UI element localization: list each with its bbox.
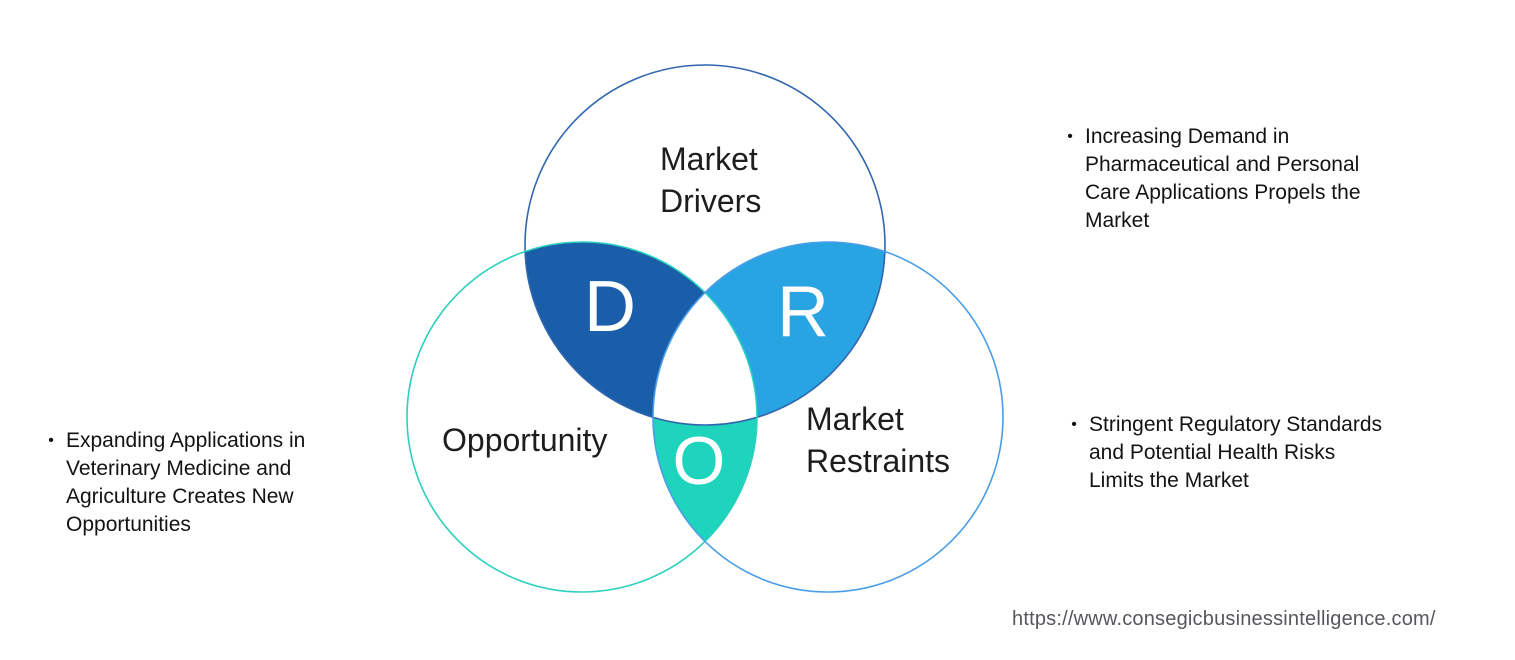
region-opportunity-restraints — [407, 242, 757, 592]
letter-restraints-r: R — [777, 272, 829, 352]
bullet-line: Agriculture Creates New — [66, 485, 294, 508]
bullet-line: Opportunities — [66, 513, 191, 536]
bullet-marker-icon: • — [1071, 416, 1077, 433]
label-market-restraints: Market Restraints — [806, 401, 951, 479]
bullet-line: and Potential Health Risks — [1089, 441, 1336, 464]
bullet-line: Stringent Regulatory Standards — [1089, 413, 1383, 436]
label-opportunity: Opportunity — [442, 422, 608, 458]
bullet-left-opportunity: • Expanding Applications in Veterinary M… — [44, 427, 374, 539]
letter-drivers-d: D — [584, 267, 636, 347]
bullet-text: Increasing Demand in Pharmaceutical and … — [1085, 123, 1361, 235]
circle-opportunity — [406, 241, 758, 593]
bullet-line: Market — [1085, 209, 1150, 232]
bullet-right-restraint: • Stringent Regulatory Standards and Pot… — [1067, 411, 1447, 495]
bullet-line: Increasing Demand in — [1085, 125, 1290, 148]
bullet-right-driver: • Increasing Demand in Pharmaceutical an… — [1063, 123, 1423, 235]
circle-market-drivers — [524, 64, 886, 426]
bullet-marker-icon: • — [48, 432, 54, 449]
label-market-drivers: Market Drivers — [660, 141, 762, 219]
bullet-line: Pharmaceutical and Personal — [1085, 153, 1360, 176]
bullet-text: Expanding Applications in Veterinary Med… — [66, 427, 305, 539]
bullet-marker-icon: • — [1067, 128, 1073, 145]
bullet-line: Expanding Applications in — [66, 429, 306, 452]
letter-opportunity-o: O — [672, 423, 726, 499]
circle-market-restraints — [652, 241, 1004, 593]
bullet-line: Veterinary Medicine and — [66, 457, 292, 480]
bullet-line: Care Applications Propels the — [1085, 181, 1361, 204]
bullet-text: Stringent Regulatory Standards and Poten… — [1089, 411, 1382, 495]
source-url: https://www.consegicbusinessintelligence… — [1012, 608, 1436, 630]
bullet-line: Limits the Market — [1089, 469, 1249, 492]
